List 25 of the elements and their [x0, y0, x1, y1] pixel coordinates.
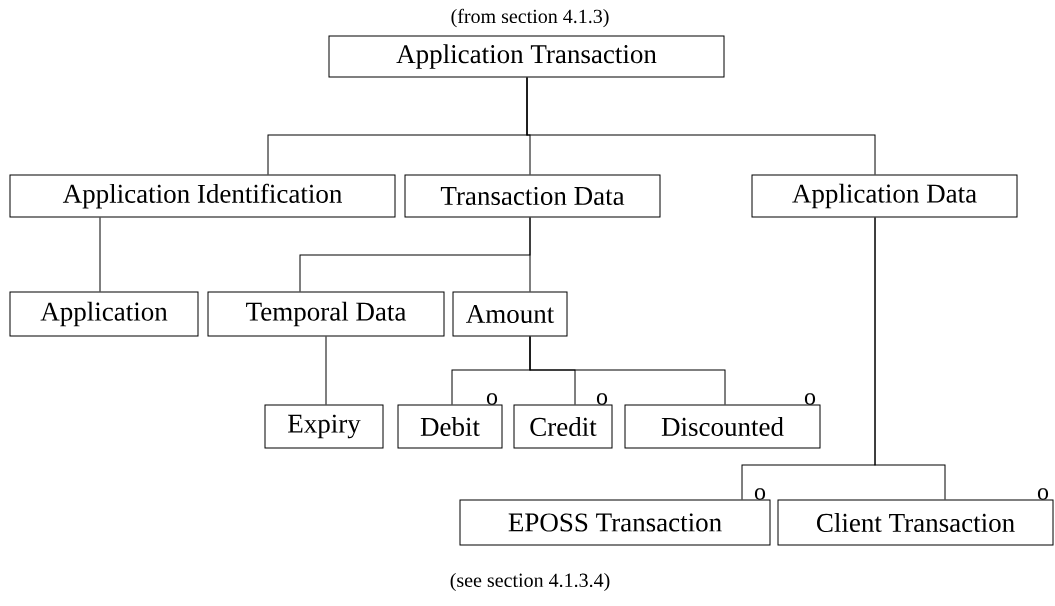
structure-box: Debit [397, 404, 503, 449]
structure-box: Temporal Data [207, 291, 445, 337]
structure-box: Amount [452, 291, 568, 337]
structure-box: EPOSS Transaction [459, 499, 771, 546]
connector-line [526, 77, 876, 175]
connector-line [529, 217, 531, 292]
structure-box: Application Transaction [328, 35, 725, 78]
structure-box: Transaction Data [404, 174, 661, 218]
structure-box: Client Transaction [777, 499, 1054, 546]
structure-box: Application [9, 291, 199, 337]
structure-box: Application Identification [9, 174, 396, 218]
structure-box: Expiry [264, 404, 384, 449]
selection-mark: o [754, 488, 766, 500]
connector-line [99, 217, 101, 292]
note-label: (see section 4.1.3.4) [450, 572, 610, 592]
structure-box: Credit [513, 404, 613, 449]
structure-box: Discounted [624, 404, 821, 449]
structure-box: Application Data [751, 174, 1018, 218]
selection-mark: o [596, 393, 608, 405]
selection-mark: o [1037, 488, 1049, 500]
selection-mark: o [486, 393, 498, 405]
connector-line [529, 336, 726, 405]
connector-line [874, 217, 946, 500]
selection-mark: o [804, 393, 816, 405]
connector-line [325, 336, 327, 405]
